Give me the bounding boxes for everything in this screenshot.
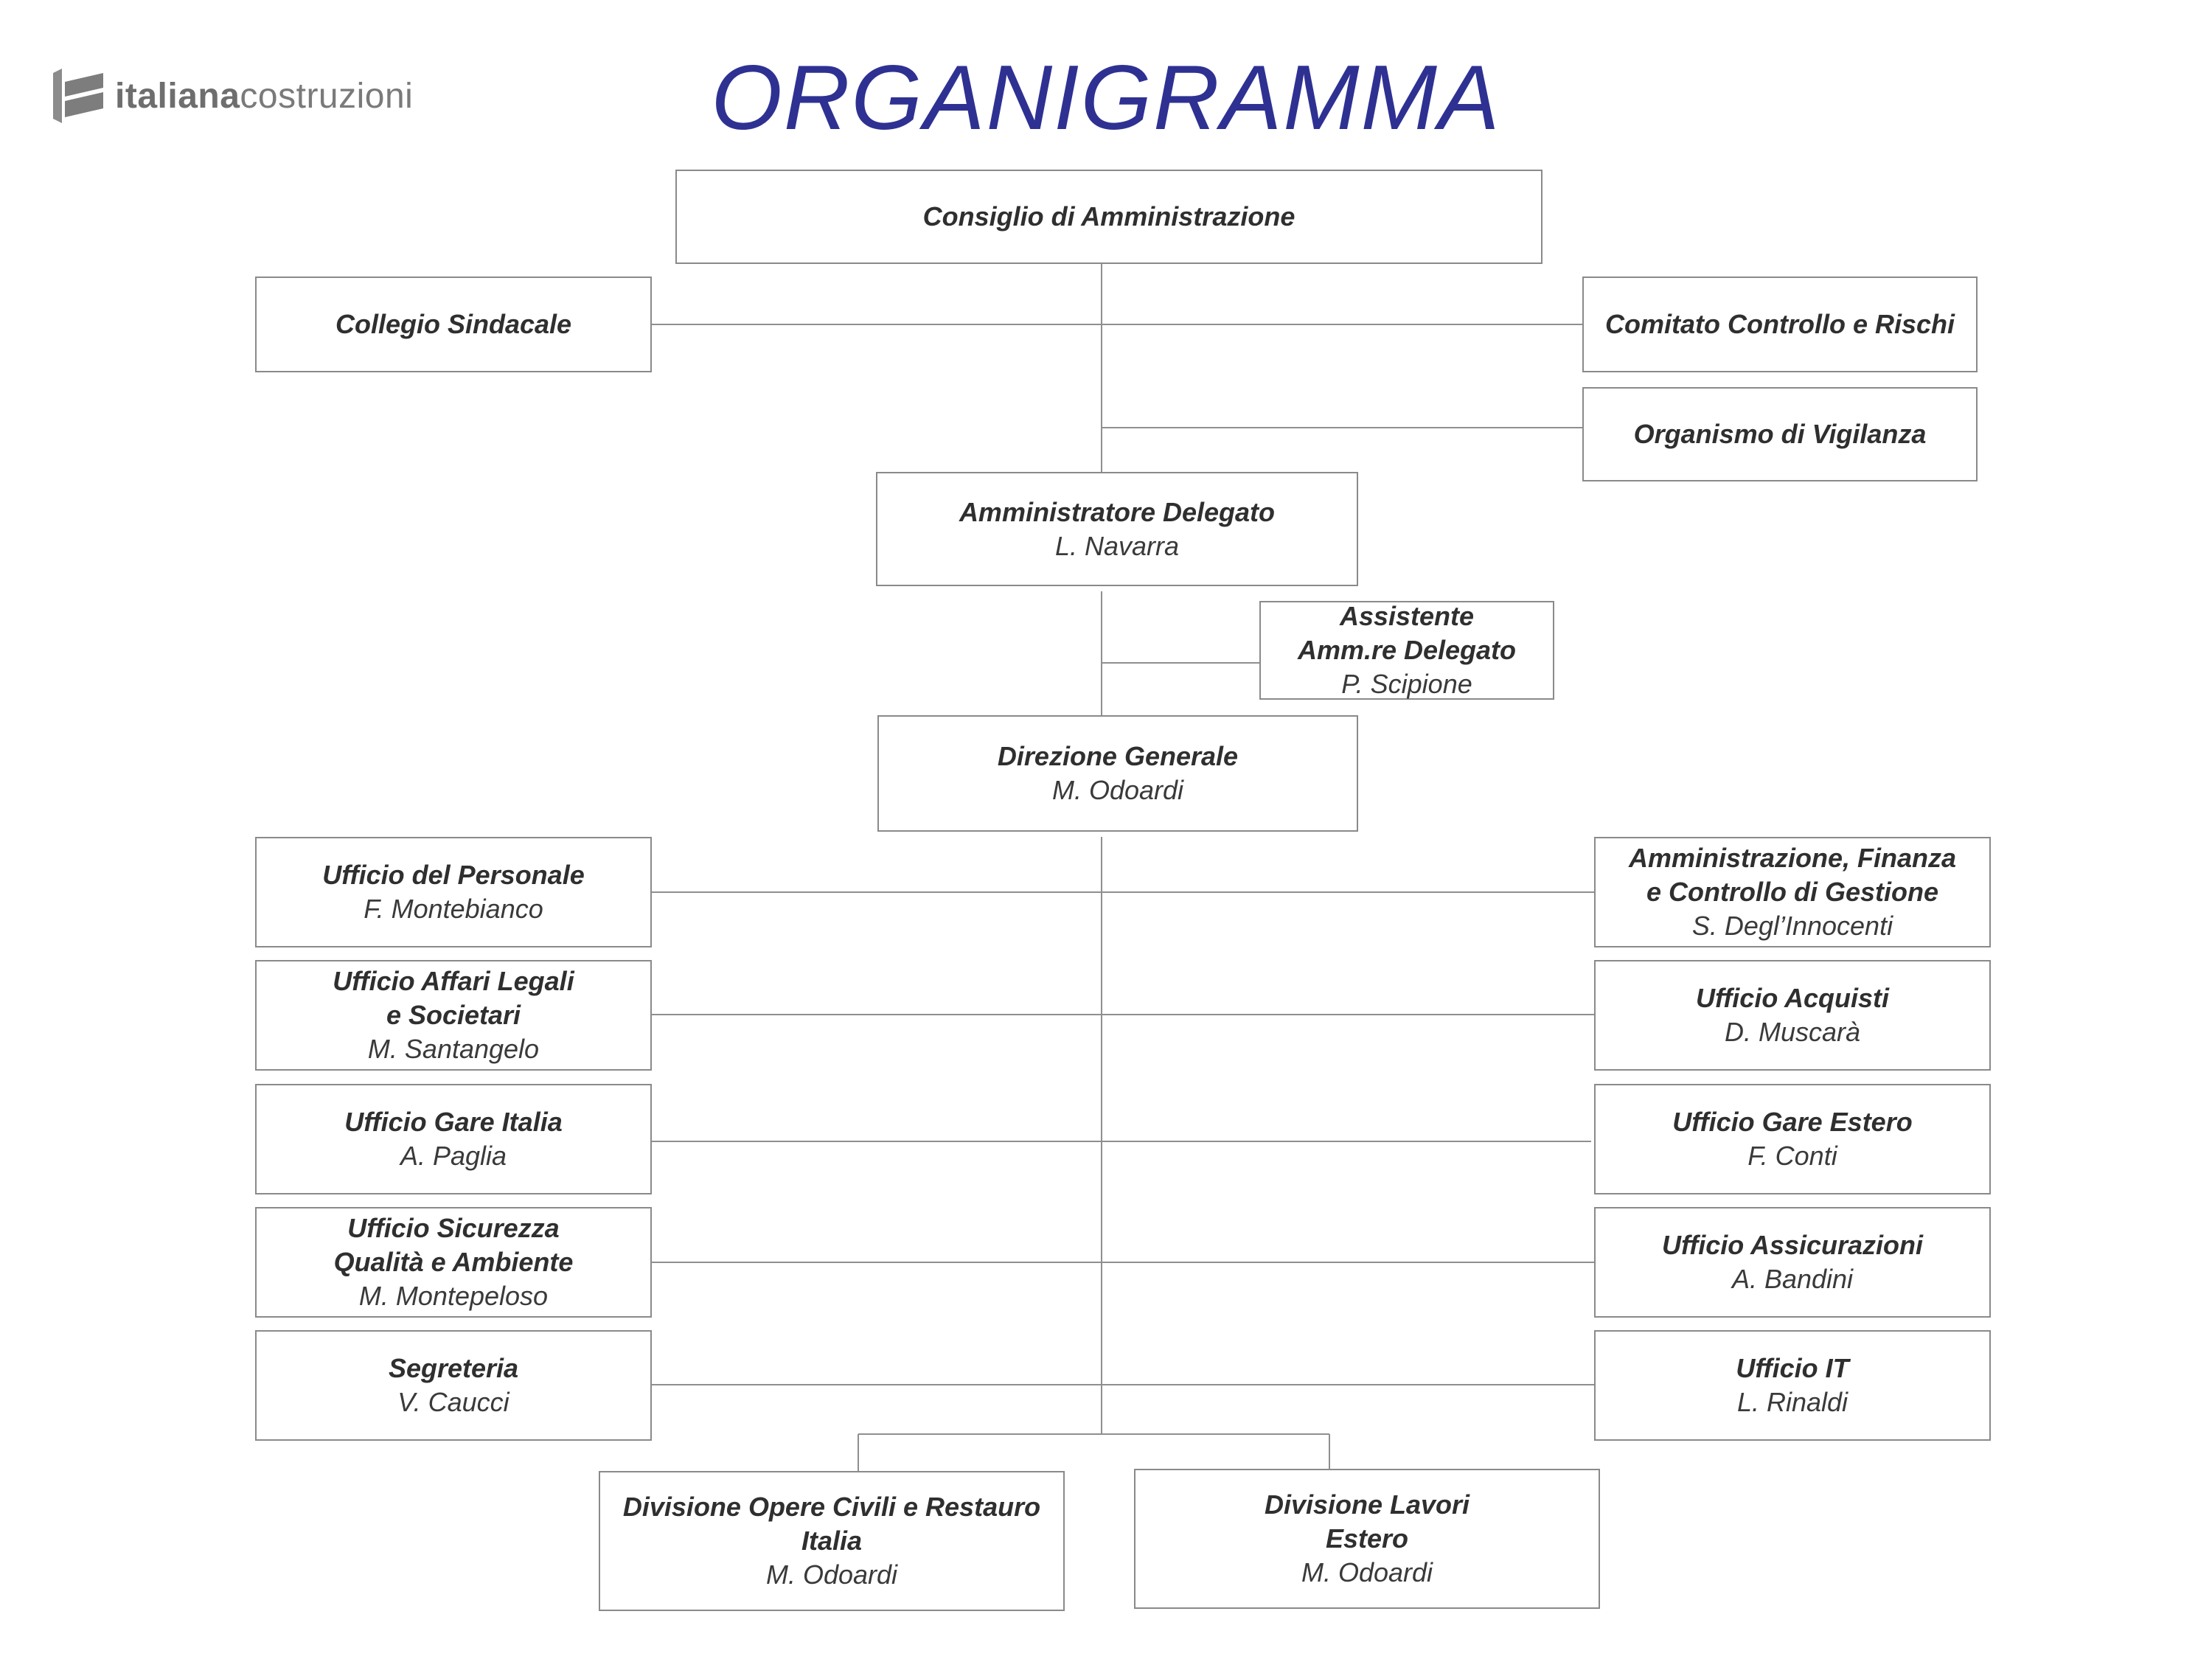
box-person: V. Caucci — [397, 1387, 509, 1417]
box-organismo-vigilanza: Organismo di Vigilanza — [1582, 387, 1978, 481]
box-person: L. Navarra — [1054, 530, 1180, 561]
box-person: D. Muscarà — [1724, 1017, 1861, 1047]
box-person: M. Santangelo — [367, 1034, 540, 1064]
box-title: Ufficio del Personale — [322, 860, 585, 890]
box-ufficio-it: Ufficio IT L. Rinaldi — [1594, 1330, 1991, 1441]
logo-mark-icon — [53, 69, 103, 123]
box-title: Ufficio Assicurazioni — [1661, 1230, 1924, 1260]
box-title: Ufficio Affari Legali e Societari — [333, 966, 574, 1030]
logo-wordmark: italianacostruzioni — [115, 76, 413, 116]
box-title: Consiglio di Amministrazione — [922, 201, 1295, 232]
company-logo: italianacostruzioni — [52, 66, 413, 125]
box-person: M. Odoardi — [1051, 775, 1184, 805]
box-title: Ufficio Gare Italia — [344, 1107, 563, 1137]
box-person: F. Conti — [1747, 1141, 1837, 1171]
box-assistente-ad: Assistente Amm.re Delegato P. Scipione — [1259, 601, 1554, 700]
box-comitato-controllo: Comitato Controllo e Rischi — [1582, 276, 1978, 372]
box-direzione-generale: Direzione Generale M. Odoardi — [877, 715, 1358, 832]
box-divisione-lavori-estero: Divisione Lavori Estero M. Odoardi — [1134, 1469, 1600, 1609]
box-ufficio-acquisti: Ufficio Acquisti D. Muscarà — [1594, 960, 1991, 1071]
box-person: M. Odoardi — [1301, 1557, 1433, 1587]
box-title: Amministratore Delegato — [959, 496, 1276, 527]
box-person: S. Degl’Innocenti — [1691, 911, 1893, 941]
box-ufficio-gare-italia: Ufficio Gare Italia A. Paglia — [255, 1084, 652, 1194]
box-title: Amministrazione, Finanza e Controllo di … — [1628, 843, 1957, 907]
box-title: Assistente Amm.re Delegato — [1297, 601, 1517, 665]
box-title: Collegio Sindacale — [335, 309, 572, 339]
box-ufficio-gare-estero: Ufficio Gare Estero F. Conti — [1594, 1084, 1991, 1194]
box-title: Direzione Generale — [997, 741, 1239, 771]
box-person: F. Montebianco — [364, 894, 543, 924]
box-amministratore-delegato: Amministratore Delegato L. Navarra — [876, 472, 1358, 586]
box-ufficio-affari-legali: Ufficio Affari Legali e Societari M. San… — [255, 960, 652, 1071]
box-consiglio: Consiglio di Amministrazione — [675, 170, 1543, 264]
box-title: Ufficio Acquisti — [1695, 983, 1890, 1013]
box-person: P. Scipione — [1341, 669, 1472, 699]
box-title: Ufficio Sicurezza Qualità e Ambiente — [333, 1213, 574, 1277]
box-title: Divisione Lavori Estero — [1264, 1489, 1470, 1554]
box-ufficio-sicurezza: Ufficio Sicurezza Qualità e Ambiente M. … — [255, 1207, 652, 1318]
box-title: Comitato Controllo e Rischi — [1604, 309, 1955, 339]
box-title: Ufficio Gare Estero — [1672, 1107, 1913, 1137]
box-title: Divisione Opere Civili e Restauro Italia — [622, 1492, 1041, 1556]
box-title: Organismo di Vigilanza — [1633, 419, 1927, 449]
box-ufficio-assicurazioni: Ufficio Assicurazioni A. Bandini — [1594, 1207, 1991, 1318]
box-title: Segreteria — [388, 1353, 519, 1383]
box-title: Ufficio IT — [1736, 1353, 1849, 1383]
box-person: L. Rinaldi — [1736, 1387, 1848, 1417]
box-person: M. Montepeloso — [358, 1281, 549, 1311]
box-amministrazione-finanza: Amministrazione, Finanza e Controllo di … — [1594, 837, 1991, 947]
logo-brand-light: costruzioni — [240, 76, 414, 116]
box-person: M. Odoardi — [765, 1559, 898, 1590]
box-person: A. Bandini — [1731, 1264, 1854, 1294]
logo-brand-bold: italiana — [115, 76, 240, 116]
box-person: A. Paglia — [400, 1141, 507, 1171]
box-segreteria: Segreteria V. Caucci — [255, 1330, 652, 1441]
box-ufficio-personale: Ufficio del Personale F. Montebianco — [255, 837, 652, 947]
box-collegio-sindacale: Collegio Sindacale — [255, 276, 652, 372]
box-divisione-opere-civili: Divisione Opere Civili e Restauro Italia… — [599, 1471, 1065, 1611]
page-title: ORGANIGRAMMA — [711, 47, 1501, 149]
